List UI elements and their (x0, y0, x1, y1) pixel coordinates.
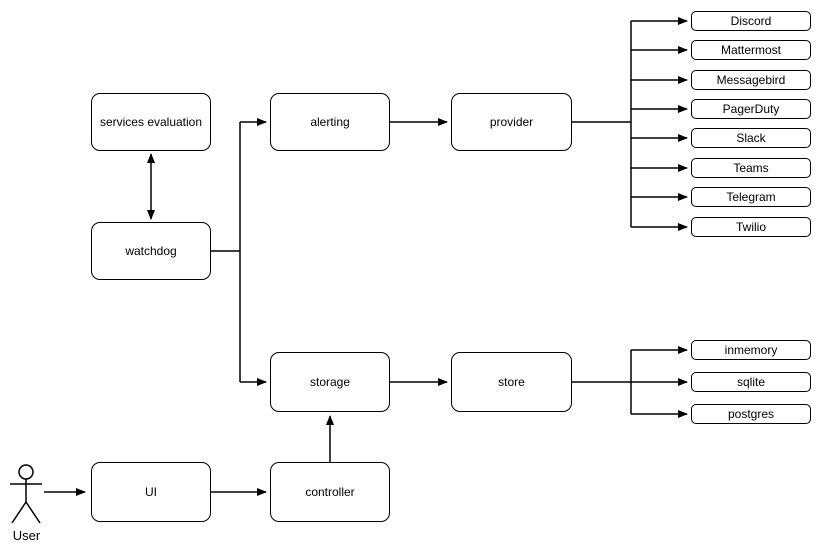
node-provider-slack: Slack (691, 128, 811, 148)
node-alerting: alerting (270, 93, 390, 151)
node-provider-telegram: Telegram (691, 187, 811, 207)
user-actor-label: User (12, 528, 41, 543)
node-provider-twilio: Twilio (691, 217, 811, 237)
user-actor-icon (10, 464, 42, 524)
node-provider-pagerduty: PagerDuty (691, 99, 811, 119)
node-provider-mattermost: Mattermost (691, 40, 811, 60)
node-provider-discord: Discord (691, 11, 811, 31)
node-watchdog: watchdog (91, 222, 211, 280)
node-provider-messagebird: Messagebird (691, 70, 811, 90)
node-controller: controller (270, 462, 390, 522)
node-store: store (451, 352, 572, 412)
node-storage: storage (270, 352, 390, 412)
node-ui: UI (91, 462, 211, 522)
node-store-postgres: postgres (691, 404, 811, 424)
node-services-evaluation: services evaluation (91, 93, 211, 151)
node-provider-teams: Teams (691, 158, 811, 178)
node-store-inmemory: inmemory (691, 340, 811, 360)
node-store-sqlite: sqlite (691, 372, 811, 392)
node-provider: provider (451, 93, 572, 151)
